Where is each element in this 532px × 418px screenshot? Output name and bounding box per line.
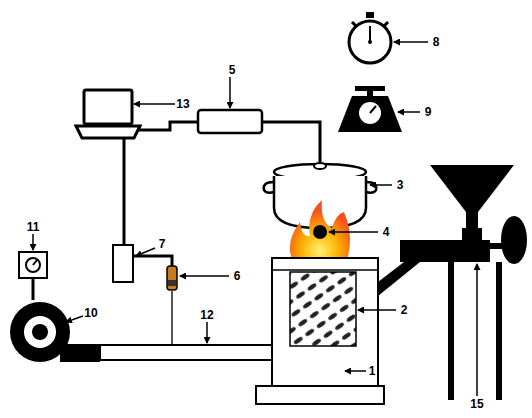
callout-number: 11 xyxy=(27,221,40,233)
callout-number: 7 xyxy=(159,238,166,250)
air-pipe xyxy=(100,345,272,360)
callout-number: 5 xyxy=(229,64,236,76)
stove xyxy=(256,258,384,404)
callout-number: 8 xyxy=(433,36,440,48)
callout-number: 13 xyxy=(176,98,189,110)
feeder xyxy=(378,165,527,400)
callout-number: 12 xyxy=(200,309,213,321)
callout-number: 15 xyxy=(470,398,483,410)
callout-number: 3 xyxy=(397,179,404,191)
scale xyxy=(338,86,402,132)
blower xyxy=(10,252,100,362)
stopwatch xyxy=(349,12,391,63)
laptop xyxy=(76,90,140,138)
callout-number: 6 xyxy=(234,270,241,282)
callout-number: 10 xyxy=(84,307,97,319)
data-logger xyxy=(198,110,262,133)
probe xyxy=(167,266,177,355)
callout-number: 4 xyxy=(383,226,390,238)
callout-number: 1 xyxy=(369,365,376,377)
callout-number: 9 xyxy=(425,106,432,118)
callout-number: 2 xyxy=(401,304,408,316)
thermocouple xyxy=(313,225,327,239)
leader-lines xyxy=(33,42,477,396)
signal-module xyxy=(113,245,133,282)
